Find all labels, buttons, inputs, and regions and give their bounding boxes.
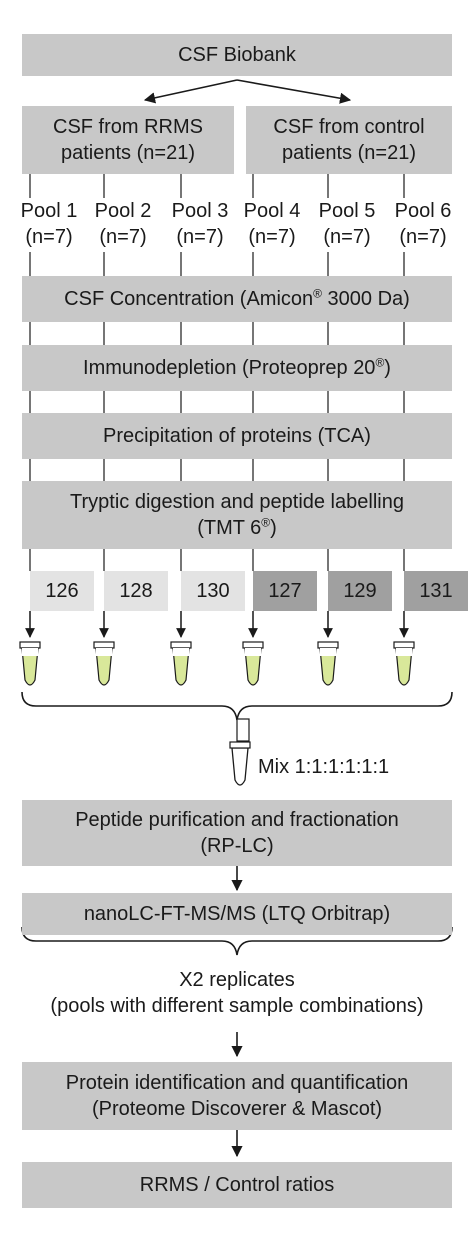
purification-box: Peptide purification and fractionation (… — [22, 800, 452, 866]
concentration-label: CSF Concentration (Amicon® 3000 Da) — [64, 286, 410, 310]
pool-count: (n=7) — [25, 226, 73, 248]
tube-icon — [170, 641, 192, 686]
digestion-line1: Tryptic digestion and peptide labelling — [70, 491, 404, 513]
pool-label-5: Pool 5 (n=7) — [307, 198, 387, 250]
pool-label-2: Pool 2 (n=7) — [83, 198, 163, 250]
identification-line2: (Proteome Discoverer & Mascot) — [91, 1098, 383, 1120]
tube-icon — [393, 641, 415, 686]
pool-name: Pool 2 — [94, 200, 152, 222]
rrms-group-box: CSF from RRMS patients (n=21) — [22, 106, 234, 174]
replicates-text: X2 replicates (pools with different samp… — [0, 967, 474, 1019]
control-group-box: CSF from control patients (n=21) — [246, 106, 452, 174]
mix-label: Mix 1:1:1:1:1:1 — [258, 756, 390, 778]
ratios-box: RRMS / Control ratios — [22, 1162, 452, 1208]
tmt-tag-131: 131 — [404, 571, 468, 611]
tube-icon — [93, 641, 115, 686]
arrow-to-control — [236, 79, 352, 104]
concentration-box: CSF Concentration (Amicon® 3000 Da) — [22, 276, 452, 322]
replicates-line1: X2 replicates — [179, 969, 295, 991]
nanolc-box: nanoLC-FT-MS/MS (LTQ Orbitrap) — [22, 893, 452, 935]
nanolc-label: nanoLC-FT-MS/MS (LTQ Orbitrap) — [83, 903, 391, 925]
pool-count: (n=7) — [248, 226, 296, 248]
pool-vertical-lines — [25, 174, 409, 638]
purification-line1: Peptide purification and fractionation — [75, 809, 399, 831]
identification-box: Protein identification and quantificatio… — [22, 1062, 452, 1130]
pool-label-1: Pool 1 (n=7) — [9, 198, 89, 250]
pool-name: Pool 4 — [243, 200, 301, 222]
rrms-group-line2: patients (n=21) — [61, 142, 195, 164]
tmt-tag-126: 126 — [30, 571, 94, 611]
rrms-group-line1: CSF from RRMS — [53, 116, 203, 138]
pool-name: Pool 5 — [318, 200, 376, 222]
pool-count: (n=7) — [99, 226, 147, 248]
precipitation-box: Precipitation of proteins (TCA) — [22, 413, 452, 459]
immunodepletion-label: Immunodepletion (Proteoprep 20®) — [83, 355, 391, 379]
immunodepletion-box: Immunodepletion (Proteoprep 20®) — [22, 345, 452, 391]
pool-label-6: Pool 6 (n=7) — [383, 198, 463, 250]
control-group-line2: patients (n=21) — [282, 142, 416, 164]
replicates-line2: (pools with different sample combination… — [50, 995, 424, 1017]
tube-icon — [19, 641, 41, 686]
pool-count: (n=7) — [399, 226, 447, 248]
pool-count: (n=7) — [323, 226, 371, 248]
pool-count: (n=7) — [176, 226, 224, 248]
biobank-box: CSF Biobank — [22, 34, 452, 76]
merge-brace-1 — [21, 691, 453, 721]
tmt-tag-128: 128 — [104, 571, 168, 611]
biobank-label: CSF Biobank — [178, 44, 296, 66]
tmt-tag-130: 130 — [181, 571, 245, 611]
tube-icon — [317, 641, 339, 686]
tmt-tag-127: 127 — [253, 571, 317, 611]
identification-line1: Protein identification and quantificatio… — [65, 1072, 409, 1094]
tmt-tag-129: 129 — [328, 571, 392, 611]
pool-label-4: Pool 4 (n=7) — [232, 198, 312, 250]
merge-brace-2 — [21, 926, 453, 956]
pool-name: Pool 1 — [20, 200, 78, 222]
sample-tubes — [19, 641, 415, 686]
pool-label-3: Pool 3 (n=7) — [160, 198, 240, 250]
pool-name: Pool 6 — [394, 200, 452, 222]
arrow-to-rrms — [143, 79, 238, 104]
pool-name: Pool 3 — [171, 200, 229, 222]
control-group-line1: CSF from control — [273, 116, 425, 138]
purification-line2: (RP-LC) — [200, 835, 274, 857]
mixed-tube-icon — [229, 718, 251, 786]
digestion-line2: (TMT 6®) — [197, 515, 277, 539]
ratios-label: RRMS / Control ratios — [139, 1174, 335, 1196]
precipitation-label: Precipitation of proteins (TCA) — [103, 425, 371, 447]
digestion-box: Tryptic digestion and peptide labelling … — [22, 481, 452, 549]
tube-icon — [242, 641, 264, 686]
